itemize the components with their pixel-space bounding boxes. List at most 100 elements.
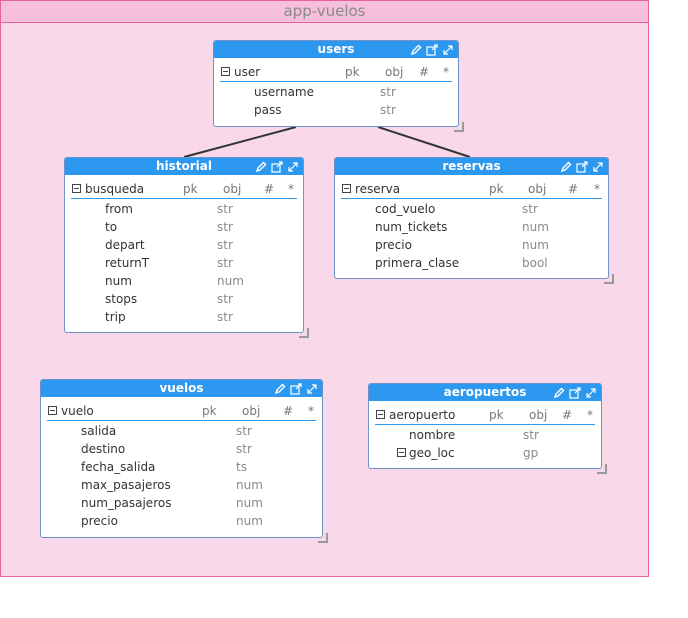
resize-handle[interactable] — [318, 533, 328, 543]
column-hash-label: # — [264, 182, 275, 196]
entity-header[interactable]: users — [214, 41, 458, 58]
entity-header[interactable]: vuelos — [41, 380, 322, 397]
column-obj-label: obj — [385, 65, 404, 79]
resize-handle[interactable] — [454, 122, 464, 132]
field-name: precio — [81, 514, 118, 528]
collapse-toggle-icon[interactable] — [48, 406, 57, 415]
pencil-edit-icon[interactable] — [553, 387, 565, 399]
field-type: num — [236, 496, 263, 510]
pop-out-icon[interactable] — [569, 386, 581, 399]
entity-title: historial — [155, 159, 213, 173]
field-name: max_pasajeros — [81, 478, 171, 492]
field-name: from — [105, 202, 133, 216]
pop-out-icon[interactable] — [290, 382, 302, 395]
pop-out-icon[interactable] — [271, 160, 283, 173]
collapse-toggle-icon[interactable] — [376, 410, 385, 419]
collapse-toggle-icon[interactable] — [72, 184, 81, 193]
expand-icon[interactable] — [585, 387, 597, 399]
field-type: str — [217, 292, 233, 306]
header-icons — [560, 158, 604, 175]
field-type: str — [217, 202, 233, 216]
column-obj-label: obj — [242, 404, 261, 418]
pop-out-icon[interactable] — [576, 160, 588, 173]
field-name: trip — [105, 310, 126, 324]
column-hash-label: # — [419, 65, 430, 79]
entity-header[interactable]: historial — [65, 158, 303, 175]
field-name: returnT — [105, 256, 150, 270]
column-star-label: * — [594, 182, 600, 196]
header-icons — [274, 380, 318, 397]
field-name: precio — [375, 238, 412, 252]
entity-title: reservas — [442, 159, 501, 173]
pencil-edit-icon[interactable] — [274, 383, 286, 395]
field-row[interactable]: stops str — [65, 290, 303, 308]
pop-out-icon[interactable] — [426, 43, 438, 56]
collapse-toggle-icon[interactable] — [397, 448, 406, 457]
entity-header[interactable]: aeropuertos — [369, 384, 601, 401]
column-obj-label: obj — [529, 408, 548, 422]
collapse-toggle-icon[interactable] — [221, 67, 230, 76]
field-type: bool — [522, 256, 548, 270]
resize-handle[interactable] — [597, 464, 607, 474]
collapse-toggle-icon[interactable] — [342, 184, 351, 193]
column-obj-label: obj — [528, 182, 547, 196]
field-name: cod_vuelo — [375, 202, 436, 216]
pencil-edit-icon[interactable] — [560, 161, 572, 173]
header-icons — [410, 41, 454, 58]
column-pk-label: pk — [183, 182, 198, 196]
expand-icon[interactable] — [306, 383, 318, 395]
entity-header[interactable]: reservas — [335, 158, 608, 175]
field-type: str — [236, 424, 252, 438]
expand-icon[interactable] — [592, 161, 604, 173]
parent-object-name: vuelo — [61, 404, 94, 418]
expand-icon[interactable] — [442, 44, 454, 56]
resize-handle[interactable] — [604, 274, 614, 284]
header-icons — [553, 384, 597, 401]
column-pk-label: pk — [489, 408, 504, 422]
field-name: geo_loc — [409, 446, 455, 460]
field-name: nombre — [409, 428, 456, 442]
column-star-label: * — [443, 65, 449, 79]
field-name: stops — [105, 292, 138, 306]
field-row[interactable]: precio num — [41, 512, 322, 530]
pencil-edit-icon[interactable] — [410, 44, 422, 56]
field-name: num — [105, 274, 132, 288]
pencil-edit-icon[interactable] — [255, 161, 267, 173]
field-type: num — [217, 274, 244, 288]
column-hash-label: # — [568, 182, 579, 196]
expand-icon[interactable] — [287, 161, 299, 173]
field-row[interactable]: num num — [65, 272, 303, 290]
field-name: to — [105, 220, 118, 234]
resize-handle[interactable] — [299, 328, 309, 338]
field-type: ts — [236, 460, 247, 474]
field-row[interactable]: from str — [65, 200, 303, 218]
field-type: num — [236, 514, 263, 528]
